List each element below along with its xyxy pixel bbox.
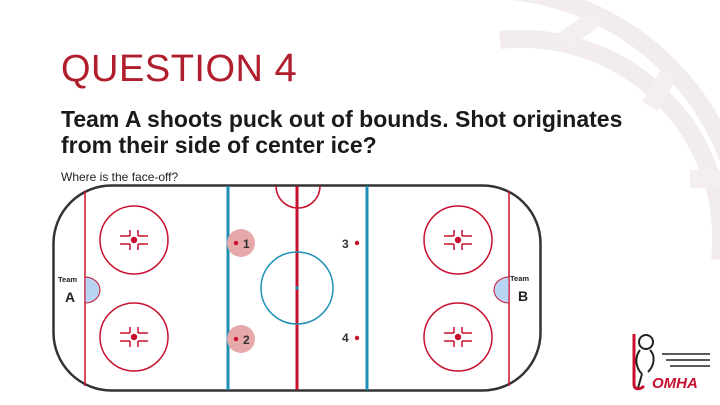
spot-2-label: 2 bbox=[243, 333, 250, 347]
team-right-letter: B bbox=[518, 288, 528, 304]
neutral-spot-3: 3 bbox=[342, 237, 360, 251]
team-right-label: Team bbox=[510, 274, 529, 283]
omha-logo: OMHA bbox=[632, 334, 710, 392]
faceoff-circle-left-bottom bbox=[99, 302, 169, 372]
title-word: QUESTION bbox=[61, 48, 264, 90]
slide-title: QUESTION 4 bbox=[61, 46, 297, 91]
goal-crease-right bbox=[493, 276, 510, 304]
speed-lines-icon bbox=[662, 353, 710, 367]
neutral-spot-4: 4 bbox=[342, 331, 360, 345]
question-text: Team A shoots puck out of bounds. Shot o… bbox=[61, 106, 623, 158]
faceoff-circle-right-bottom bbox=[423, 302, 493, 372]
team-left-label: Team bbox=[58, 275, 77, 284]
spot-1-label: 1 bbox=[243, 237, 250, 251]
faceoff-circle-right-top bbox=[423, 205, 493, 275]
referee-crease bbox=[275, 185, 321, 209]
hockey-rink-diagram: Team A Team B 1 2 3 4 bbox=[52, 184, 542, 392]
faceoff-circle-left-top bbox=[99, 205, 169, 275]
sub-question-text: Where is the face-off? bbox=[61, 170, 179, 184]
hockey-player-icon bbox=[635, 334, 655, 389]
neutral-spot-1: 1 bbox=[227, 229, 255, 257]
team-left-letter: A bbox=[65, 289, 75, 305]
center-faceoff-spot bbox=[295, 286, 299, 290]
spot-3-label: 3 bbox=[342, 237, 349, 251]
logo-text: OMHA bbox=[652, 375, 698, 392]
center-faceoff-circle bbox=[260, 251, 334, 325]
neutral-spot-2: 2 bbox=[227, 325, 255, 353]
goal-crease-left bbox=[84, 276, 101, 304]
spot-4-label: 4 bbox=[342, 331, 349, 345]
hockey-stick-icon bbox=[632, 334, 646, 391]
title-number: 4 bbox=[274, 46, 298, 90]
